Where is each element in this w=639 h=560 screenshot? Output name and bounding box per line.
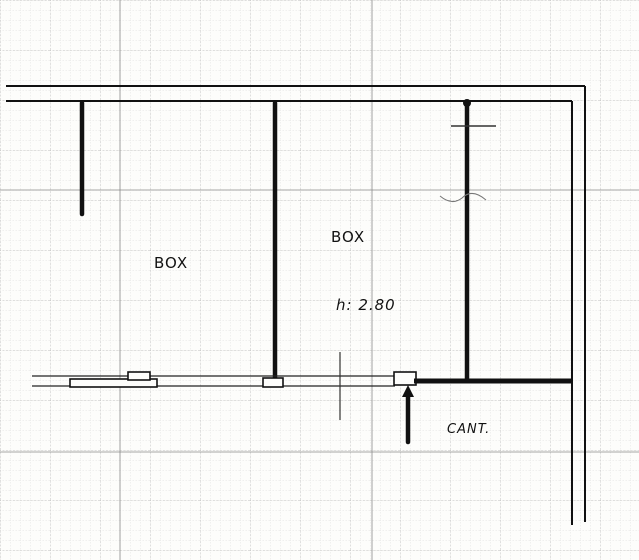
wall-end-dot: [463, 99, 471, 107]
door-jamb-left: [127, 371, 151, 381]
outer-wall-top: [6, 85, 585, 102]
room-label-box-left: BOX: [154, 254, 188, 272]
room-label-box-right: BOX: [331, 228, 365, 246]
partition-walls: [79, 100, 470, 383]
door-frames: [69, 371, 417, 388]
room-label-cantina: CANT.: [447, 422, 490, 437]
door-sill-left: [69, 378, 158, 388]
height-annotation: h: 2.80: [336, 296, 396, 314]
door-jamb-middle: [262, 377, 284, 388]
pencil-sketch-mark: [439, 193, 487, 202]
door-jamb-right: [393, 371, 417, 386]
outer-wall-right: [571, 86, 586, 525]
entry-arrow-head: [402, 385, 414, 397]
